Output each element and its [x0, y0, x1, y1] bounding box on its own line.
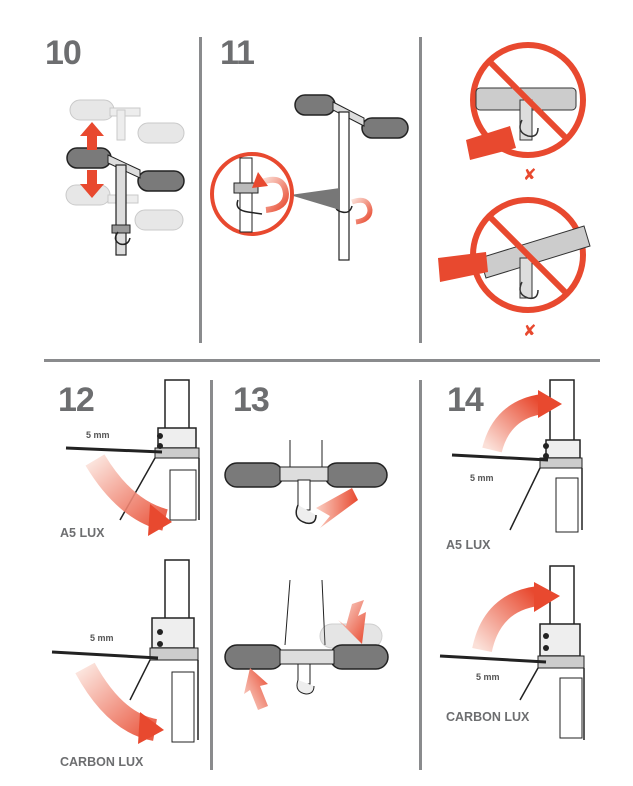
handlebar-ghost-top	[69, 99, 185, 144]
divider-bottom-2	[419, 380, 422, 770]
model-label-a5-right: A5 LUX	[446, 538, 491, 552]
arrow-down-icon	[80, 170, 104, 198]
model-label-carbon-left: CARBON LUX	[60, 755, 144, 769]
measurement-label-14-top: 5 mm	[470, 473, 494, 483]
step10-illustration	[65, 99, 185, 256]
cross-icon-2: ✘	[523, 321, 536, 340]
step-number-12: 12	[58, 381, 95, 419]
measurement-label-14-bottom: 5 mm	[476, 672, 500, 682]
step-number-13: 13	[233, 381, 270, 419]
step12-bottom-illustration	[51, 559, 199, 744]
model-label-a5-left: A5 LUX	[60, 526, 105, 540]
divider-top-1	[199, 37, 202, 343]
measurement-label-12-bottom: 5 mm	[90, 633, 114, 643]
model-label-carbon-right: CARBON LUX	[446, 710, 530, 724]
rotate-down-arrow-icon	[338, 600, 366, 644]
step12-top-illustration	[65, 379, 200, 536]
prohibited-illustration-1	[466, 42, 586, 160]
tool-wedge-icon-2	[438, 252, 488, 282]
cross-icon: ✘	[523, 165, 536, 184]
divider-horizontal	[44, 359, 600, 362]
rotate-up-arrow-icon	[244, 668, 268, 710]
step13-bottom-illustration	[224, 579, 389, 710]
rotate-arrow-icon	[260, 176, 290, 213]
zoom-pointer	[290, 188, 340, 210]
step-number-10: 10	[45, 34, 82, 72]
divider-top-2	[419, 37, 422, 343]
turn-up-arrow-icon-2	[472, 586, 540, 653]
step-number-14: 14	[447, 381, 484, 419]
push-arrow-icon	[316, 488, 358, 528]
step11-illustration	[210, 94, 409, 261]
step13-top-illustration	[224, 440, 388, 528]
step14-bottom-illustration	[439, 565, 585, 740]
step-number-11: 11	[220, 34, 255, 72]
turn-up-arrow-icon	[482, 394, 544, 453]
tool-wedge-icon	[466, 126, 516, 160]
arrow-up-icon	[80, 122, 104, 150]
handlebar-main	[66, 147, 185, 256]
step14-top-illustration	[451, 379, 583, 533]
divider-bottom-1	[210, 380, 213, 770]
prohibited-illustration-2	[438, 197, 591, 313]
measurement-label-12-top: 5 mm	[86, 430, 110, 440]
rotate-arrow-small-icon	[351, 197, 373, 225]
